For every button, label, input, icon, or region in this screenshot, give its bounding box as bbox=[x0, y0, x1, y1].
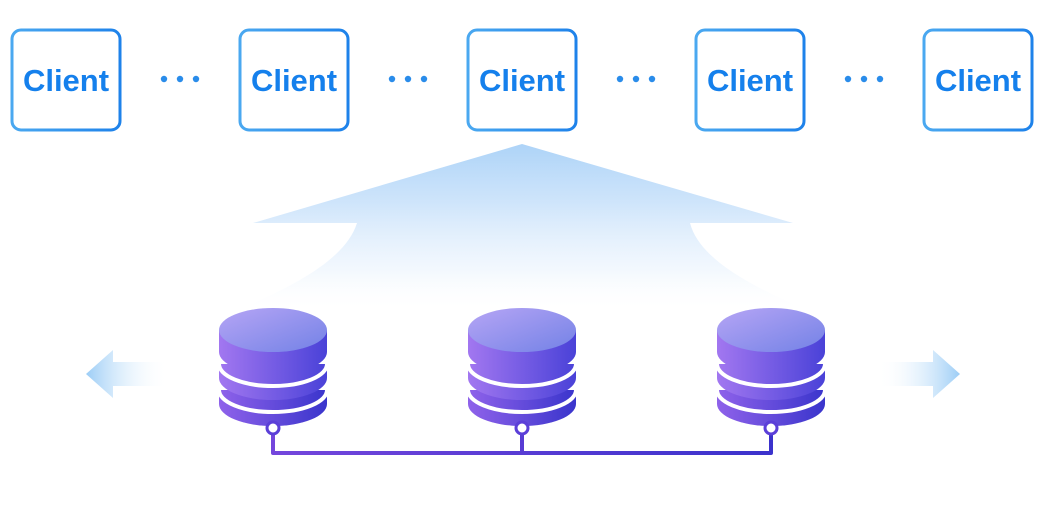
client-box: Client bbox=[10, 28, 122, 132]
client-label: Client bbox=[23, 63, 109, 98]
client-label: Client bbox=[479, 63, 565, 98]
arrow-right-icon bbox=[878, 350, 960, 398]
ellipsis-icon bbox=[388, 75, 428, 83]
client-label: Client bbox=[251, 63, 337, 98]
database-icon bbox=[715, 308, 827, 436]
arrow-left-icon bbox=[86, 350, 168, 398]
client-box: Client bbox=[238, 28, 350, 132]
fan-arrow bbox=[233, 144, 812, 312]
client-label: Client bbox=[707, 63, 793, 98]
client-box: Client bbox=[466, 28, 578, 132]
client-box: Client bbox=[922, 28, 1034, 132]
client-label: Client bbox=[935, 63, 1021, 98]
database-icon bbox=[466, 308, 578, 436]
ellipsis-icon bbox=[844, 75, 884, 83]
client-box: Client bbox=[694, 28, 806, 132]
ellipsis-icon bbox=[616, 75, 656, 83]
database-icon bbox=[217, 308, 329, 436]
ellipsis-icon bbox=[160, 75, 200, 83]
